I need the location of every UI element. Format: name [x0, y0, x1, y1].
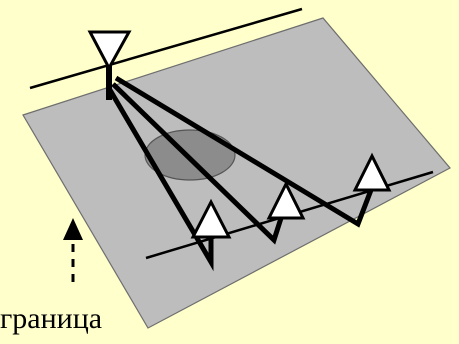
boundary-label: граница [0, 302, 103, 335]
dashed-arrow-up-icon [63, 218, 83, 240]
receiver-1-triangle-up-icon [190, 198, 232, 239]
source-triangle-down-icon [87, 30, 132, 72]
ray-path-3 [114, 75, 374, 228]
boundary-plane [22, 17, 451, 329]
receiver-3-triangle-up-icon [352, 152, 392, 192]
anomaly-ellipse [144, 129, 236, 181]
ray-path-2 [111, 82, 285, 245]
surface-line [29, 7, 303, 90]
receiver-2-triangle-up-icon [266, 180, 306, 220]
